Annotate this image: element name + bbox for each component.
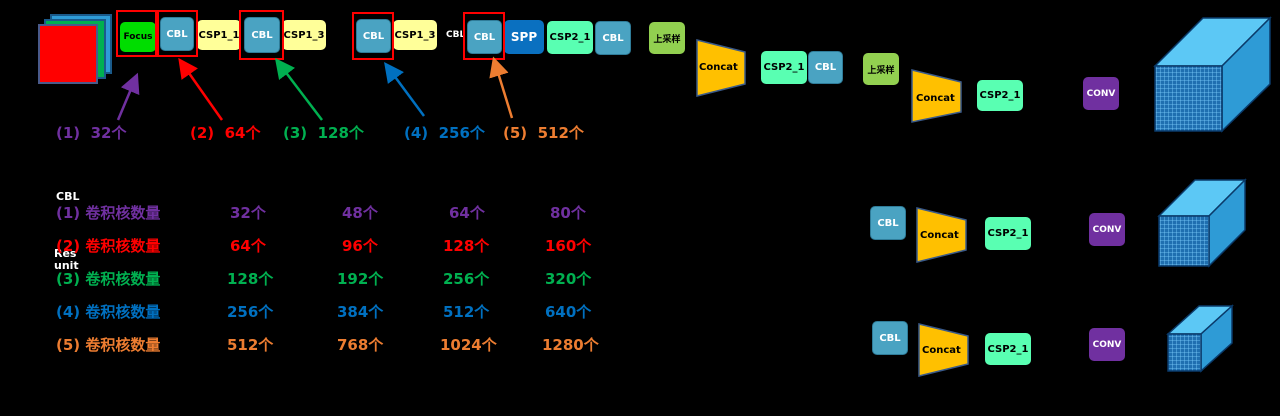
csp1-1-block: CSP1_1 — [197, 20, 241, 50]
kernel-row-5: (5) 卷积核数量 — [56, 336, 161, 354]
highlight-cbl-512 — [463, 12, 505, 60]
concat-label-4: Concat — [922, 345, 961, 356]
conv-block-1: CONV — [1083, 77, 1119, 110]
csp2-1-block-2: CSP2_1 — [761, 51, 807, 84]
cbl-block-5: CBL — [595, 21, 631, 55]
conv-block-2: CONV — [1089, 213, 1125, 246]
kernel-cell: 512个 — [443, 303, 490, 321]
highlight-cbl-256 — [352, 12, 394, 60]
cbl-block-3: CBL — [356, 19, 391, 53]
stage-label-3: (3) 128个 — [283, 124, 364, 142]
kernel-cell: 80个 — [550, 204, 586, 222]
arrow-stage-1 — [116, 72, 140, 121]
kernel-cell: 256个 — [227, 303, 274, 321]
csp2-1-block-1: CSP2_1 — [547, 21, 593, 54]
output-cube-medium — [1157, 178, 1247, 268]
cbl-block-8: CBL — [872, 321, 908, 355]
kernel-cell: 512个 — [227, 336, 274, 354]
stage-label-4: (4) 256个 — [404, 124, 485, 142]
upsample-block-2: 上采样 — [863, 53, 899, 85]
arrow-stage-4 — [384, 61, 426, 117]
kernel-row-1: (1) 卷积核数量 — [56, 204, 161, 222]
concat-trapezoid-2 — [911, 69, 962, 123]
side-label-cbl: CBL — [56, 190, 80, 203]
kernel-cell: 1280个 — [542, 336, 599, 354]
cbl-block-4: CBL — [467, 20, 502, 54]
kernel-cell: 64个 — [230, 237, 266, 255]
csp1-3-block-a: CSP1_3 — [282, 20, 326, 50]
kernel-cell: 256个 — [443, 270, 490, 288]
csp1-3-block-b: CSP1_3 — [393, 20, 437, 50]
kernel-cell: 768个 — [337, 336, 384, 354]
highlight-cbl-64 — [157, 10, 198, 57]
kernel-cell: 160个 — [545, 237, 592, 255]
kernel-row-4: (4) 卷积核数量 — [56, 303, 161, 321]
kernel-cell: 1024个 — [440, 336, 497, 354]
kernel-cell: 96个 — [342, 237, 378, 255]
focus-block: Focus — [120, 22, 156, 52]
arrow-stage-2 — [178, 57, 224, 121]
cbl-block-6: CBL — [808, 51, 843, 84]
csp2-1-block-3: CSP2_1 — [977, 80, 1023, 111]
upsample-block-1: 上采样 — [649, 22, 685, 54]
concat-label-2: Concat — [916, 93, 955, 104]
csp2-1-block-5: CSP2_1 — [985, 333, 1031, 365]
concat-label-1: Concat — [699, 62, 738, 73]
input-image-icon — [38, 14, 112, 84]
concat-trapezoid-1 — [696, 39, 746, 97]
csp2-1-block-4: CSP2_1 — [985, 217, 1031, 250]
concat-trapezoid-3 — [916, 207, 967, 263]
conv-block-3: CONV — [1089, 328, 1125, 361]
kernel-cell: 32个 — [230, 204, 266, 222]
kernel-cell: 384个 — [337, 303, 384, 321]
cbl-block-1: CBL — [160, 17, 194, 51]
kernel-cell: 640个 — [545, 303, 592, 321]
kernel-cell: 128个 — [227, 270, 274, 288]
cbl-block-7: CBL — [870, 206, 906, 240]
kernel-row-2: (2) 卷积核数量 — [56, 237, 161, 255]
kernel-cell: 192个 — [337, 270, 384, 288]
kernel-cell: 64个 — [449, 204, 485, 222]
arrow-stage-5 — [489, 56, 514, 119]
kernel-cell: 128个 — [443, 237, 490, 255]
kernel-cell: 48个 — [342, 204, 378, 222]
side-label-res-unit: Res unit — [54, 247, 79, 272]
highlight-cbl-128 — [239, 10, 284, 60]
concat-trapezoid-4 — [918, 323, 969, 377]
output-cube-small — [1166, 304, 1234, 373]
stage-label-5: (5) 512个 — [503, 124, 584, 142]
stage-label-2: (2) 64个 — [190, 124, 261, 142]
kernel-row-3: (3) 卷积核数量 — [56, 270, 161, 288]
spp-block: SPP — [504, 20, 544, 54]
cbl-partial-label: CBL — [446, 30, 464, 40]
output-cube-large — [1153, 16, 1272, 133]
stage-label-1: (1) 32个 — [56, 124, 127, 142]
highlight-focus — [116, 10, 157, 57]
arrow-stage-3 — [274, 58, 323, 121]
kernel-cell: 320个 — [545, 270, 592, 288]
cbl-block-2: CBL — [244, 17, 280, 53]
concat-label-3: Concat — [920, 230, 959, 241]
